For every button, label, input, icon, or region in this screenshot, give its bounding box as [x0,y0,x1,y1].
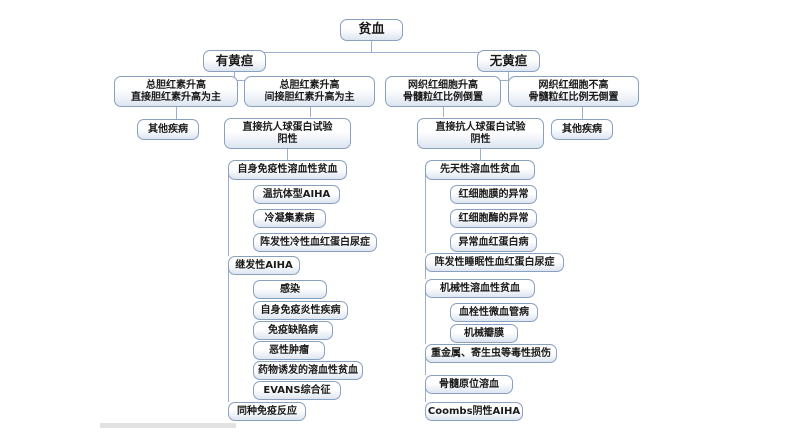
node-cold-agglutinin-disease[interactable]: 冷凝集素病 [253,209,326,228]
connector-level1-bus [234,52,508,53]
connector-retic-normal-down [582,107,583,119]
node-other-disease-right[interactable]: 其他疾病 [551,119,613,140]
node-alloimmune-reaction[interactable]: 同种免疫反应 [228,402,306,421]
node-immunodeficiency-disease[interactable]: 免疫缺陷病 [253,321,333,340]
node-coombs-direct-negative[interactable]: 直接抗人球蛋白试验 阴性 [417,118,544,149]
connector-jaundice-no-down [508,72,509,80]
node-rbc-enzyme-abnormality[interactable]: 红细胞酶的异常 [450,209,537,228]
connector-bili-direct-down [176,107,177,119]
connector-right-spine-lower [425,292,426,344]
connector-right-spine-toxic-marrow [425,357,426,375]
node-mechanical-hemolytic-anemia[interactable]: 机械性溶血性贫血 [425,279,535,298]
connector-bili-indirect-down [310,107,311,117]
node-paroxysmal-cold-hemoglobinuria[interactable]: 阵发性冷性血红蛋白尿症 [253,233,377,252]
node-bilirubin-total-direct[interactable]: 总胆红素升高 直接胆红素升高为主 [114,76,238,107]
connector-retic-high-down [443,107,444,117]
connector-bilirubin-bus [176,80,310,81]
node-coombs-negative-aiha[interactable]: Coombs阴性AIHA [425,402,523,421]
node-abnormal-hemoglobinopathy[interactable]: 异常血红蛋白病 [450,233,537,252]
node-thrombotic-microangiopathy[interactable]: 血栓性微血管病 [450,303,538,322]
node-root-anemia[interactable]: 贫血 [340,19,403,41]
connector-left-spine-lower [228,269,229,402]
node-evans-syndrome[interactable]: EVANS综合征 [253,381,341,400]
node-jaundice-yes[interactable]: 有黄疸 [203,50,266,72]
connector-left-spine [228,174,229,256]
node-rbc-membrane-abnormality[interactable]: 红细胞膜的异常 [450,185,537,204]
node-intramedullary-hemolysis[interactable]: 骨髓原位溶血 [425,375,513,394]
connector-coombs-neg-to-congenital [480,149,481,160]
node-reticulocyte-high[interactable]: 网织红细胞升高 骨髓粒红比例倒置 [385,76,501,107]
connector-right-spine-mid [425,266,426,279]
connector-right-spine-marrow-coombs [425,388,426,402]
node-jaundice-no[interactable]: 无黄疸 [477,50,540,72]
node-malignant-tumor[interactable]: 恶性肿瘤 [253,341,325,360]
background-artifact-bar [100,423,236,428]
connector-root-down [371,41,372,52]
node-secondary-aiha[interactable]: 继发性AIHA [228,256,300,275]
node-warm-antibody-aiha[interactable]: 温抗体型AIHA [253,185,340,204]
node-mechanical-valve[interactable]: 机械瓣膜 [450,324,518,343]
connector-right-spine [425,174,426,253]
connector-coombs-pos-to-aiha [287,149,288,160]
node-aiha[interactable]: 自身免疫性溶血性贫血 [228,160,347,180]
node-congenital-hemolytic-anemia[interactable]: 先天性溶血性贫血 [425,160,535,180]
node-paroxysmal-nocturnal-hemoglobinuria[interactable]: 阵发性睡眠性血红蛋白尿症 [425,253,564,272]
node-reticulocyte-normal[interactable]: 网织红细胞不高 骨髓粒红比例无倒置 [508,76,639,107]
node-autoimmune-inflammatory-disease[interactable]: 自身免疫炎性疾病 [253,301,348,320]
node-drug-induced-hemolytic-anemia[interactable]: 药物诱发的溶血性贫血 [253,361,363,380]
node-infection[interactable]: 感染 [253,280,327,299]
node-coombs-direct-positive[interactable]: 直接抗人球蛋白试验 阳性 [224,118,351,149]
node-other-disease-left[interactable]: 其他疾病 [137,119,199,140]
node-toxic-injury-heavy-metal-parasite[interactable]: 重金属、寄生虫等毒性损伤 [425,344,557,363]
node-bilirubin-total-indirect[interactable]: 总胆红素升高 间接胆红素升高为主 [244,76,375,107]
